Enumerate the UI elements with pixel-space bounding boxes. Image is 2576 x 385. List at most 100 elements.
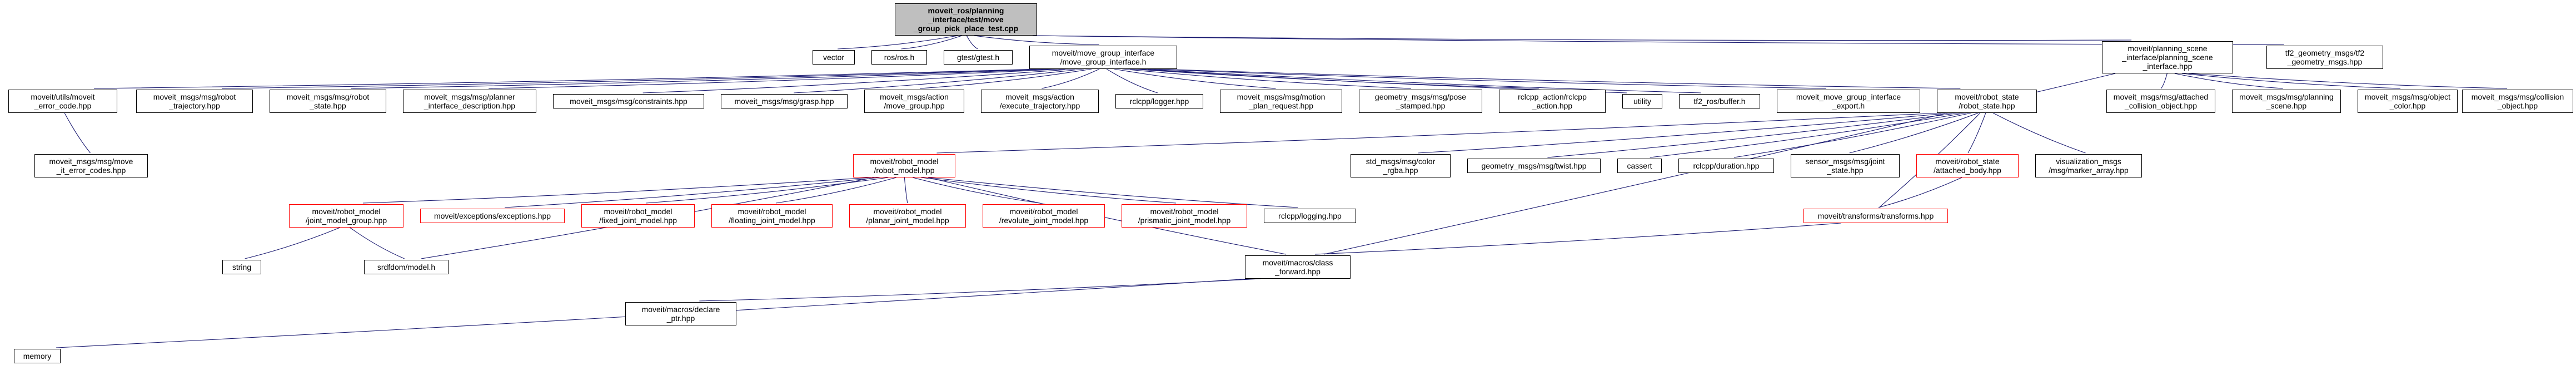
graph-node-n25: moveit_msgs/msg/object_color.hpp	[2358, 90, 2458, 113]
graph-node-n13: moveit_msgs/action/move_group.hpp	[864, 90, 964, 113]
graph-node-label: rclcpp_action/rclcpp	[1518, 92, 1587, 101]
graph-node-label: moveit_msgs/action	[880, 92, 949, 101]
graph-edge	[776, 177, 896, 204]
graph-node-label: _action.hpp	[1532, 101, 1573, 110]
graph-edge	[1650, 112, 1966, 158]
graph-edge	[2174, 73, 2283, 89]
graph-node-n39[interactable]: moveit/robot_model/floating_joint_model.…	[711, 204, 833, 228]
graph-node-label: _group_pick_place_test.cpp	[913, 24, 1019, 33]
graph-edge	[350, 227, 405, 259]
graph-node-label: /robot_model.hpp	[874, 166, 935, 175]
graph-node-label: memory	[23, 352, 52, 361]
graph-edge	[974, 35, 1099, 45]
graph-node-n42[interactable]: moveit/robot_model/prismatic_joint_model…	[1122, 204, 1247, 228]
graph-node-label: rclcpp/logger.hpp	[1129, 97, 1189, 106]
graph-node-n16: moveit_msgs/msg/motion_plan_request.hpp	[1220, 90, 1342, 113]
graph-node-n45: string	[222, 260, 261, 274]
graph-node-label: moveit/exceptions/exceptions.hpp	[434, 211, 551, 220]
graph-node-label: _scene.hpp	[2266, 101, 2307, 110]
graph-node-label: geometry_msgs/msg/pose	[1374, 92, 1467, 101]
graph-node-label: vector	[823, 53, 845, 62]
graph-node-label: _geometry_msgs.hpp	[2287, 57, 2363, 66]
graph-node-label: _ptr.hpp	[666, 314, 695, 323]
graph-edge	[245, 227, 340, 259]
graph-node-label: moveit/robot_state	[1935, 157, 2000, 166]
graph-node-n36[interactable]: moveit/robot_model/joint_model_group.hpp	[289, 204, 403, 228]
graph-node-n18: rclcpp_action/rclcpp_action.hpp	[1499, 90, 1606, 113]
graph-edge	[1967, 112, 1986, 154]
graph-node-n23: moveit_msgs/msg/attached_collision_objec…	[2106, 90, 2215, 113]
graph-node-label: /revolute_joint_model.hpp	[999, 216, 1089, 225]
graph-node-label: /move_group.hpp	[884, 101, 945, 110]
graph-edge	[901, 35, 962, 50]
graph-edge	[921, 177, 1176, 204]
graph-node-label: moveit/robot_model	[870, 157, 939, 166]
graph-node-label: moveit_msgs/msg/object	[2364, 92, 2451, 101]
graph-node-n4[interactable]: moveit/move_group_interface/move_group_i…	[1029, 46, 1177, 69]
graph-edge	[912, 177, 1040, 204]
graph-node-n48[interactable]: moveit/macros/declare_ptr.hpp	[625, 302, 736, 325]
graph-node-n7[interactable]: moveit/utils/moveit_error_code.hpp	[8, 90, 117, 113]
graph-node-n31: cassert	[1617, 159, 1662, 173]
graph-node-n28[interactable]: moveit/robot_model/robot_model.hpp	[853, 154, 955, 177]
graph-node-n19: utility	[1622, 94, 1662, 108]
graph-node-n11: moveit_msgs/msg/constraints.hpp	[553, 94, 704, 108]
graph-node-n40[interactable]: moveit/robot_model/planar_joint_model.hp…	[849, 204, 966, 228]
graph-node-n22[interactable]: moveit/robot_state/robot_state.hpp	[1937, 90, 2037, 113]
graph-node-label: /planar_joint_model.hpp	[866, 216, 949, 225]
graph-node-label: /move_group_interface.h	[1060, 57, 1147, 66]
graph-node-n14: moveit_msgs/action/execute_trajectory.hp…	[981, 90, 1099, 113]
graph-node-n41[interactable]: moveit/robot_model/revolute_joint_model.…	[983, 204, 1105, 228]
graph-node-label: moveit/planning_scene	[2127, 44, 2208, 53]
graph-node-label: moveit/robot_model	[604, 207, 672, 216]
graph-node-n26: moveit_msgs/msg/collision_object.hpp	[2462, 90, 2573, 113]
graph-node-label: moveit_msgs/msg/move	[49, 157, 133, 166]
graph-edge	[1547, 112, 1960, 158]
graph-edge	[1156, 68, 1961, 89]
graph-node-n5[interactable]: moveit/planning_scene_interface/planning…	[2102, 41, 2233, 73]
graph-node-label: srdfdom/model.h	[377, 263, 436, 272]
graph-node-n37[interactable]: moveit/exceptions/exceptions.hpp	[420, 209, 565, 223]
graph-node-label: _it_error_codes.hpp	[56, 166, 126, 175]
graph-node-n29: std_msgs/msg/color_rgba.hpp	[1351, 154, 1451, 177]
graph-node-n21[interactable]: moveit_move_group_interface_export.h	[1777, 90, 1920, 113]
graph-node-n10: moveit_msgs/msg/planner_interface_descri…	[403, 90, 536, 113]
graph-node-n34[interactable]: moveit/robot_state/attached_body.hpp	[1916, 154, 2019, 177]
graph-node-label: /attached_body.hpp	[1934, 166, 2001, 175]
graph-node-n12: moveit_msgs/msg/grasp.hpp	[721, 94, 848, 108]
graph-node-label: tf2_ros/buffer.h	[1693, 97, 1746, 106]
graph-edge	[646, 177, 889, 204]
graph-node-label: moveit_msgs/msg/constraints.hpp	[570, 97, 687, 106]
graph-edge	[2188, 73, 2508, 89]
graph-node-label: geometry_msgs/msg/twist.hpp	[1481, 161, 1587, 170]
graph-node-label: string	[232, 263, 252, 272]
graph-node-label: _collision_object.hpp	[2125, 101, 2197, 110]
graph-node-n0[interactable]: moveit_ros/planning_interface/test/move_…	[895, 3, 1037, 36]
graph-node-n44[interactable]: moveit/transforms/transforms.hpp	[1803, 209, 1948, 223]
graph-edge	[794, 68, 1084, 93]
graph-edge	[936, 112, 1942, 154]
graph-node-n6: tf2_geometry_msgs/tf2_geometry_msgs.hpp	[2266, 46, 2383, 69]
graph-node-n20: tf2_ros/buffer.h	[1679, 94, 1760, 108]
graph-node-n47[interactable]: moveit/macros/class_forward.hpp	[1245, 255, 1351, 279]
graph-node-n46: srdfdom/model.h	[364, 260, 449, 274]
graph-node-label: _stamped.hpp	[1396, 101, 1446, 110]
graph-node-label: moveit_msgs/msg/planner	[424, 92, 515, 101]
graph-node-label: /fixed_joint_model.hpp	[599, 216, 677, 225]
graph-edge	[838, 35, 958, 50]
graph-node-n32: rclcpp/duration.hpp	[1678, 159, 1774, 173]
graph-edge	[1106, 68, 1158, 93]
graph-edge	[1418, 112, 1952, 154]
graph-edge	[1849, 112, 1979, 154]
graph-node-n33: sensor_msgs/msg/joint_state.hpp	[1791, 154, 1900, 177]
graph-edge	[1315, 223, 1841, 255]
graph-node-n38[interactable]: moveit/robot_model/fixed_joint_model.hpp	[581, 204, 695, 228]
graph-edge	[1032, 35, 2284, 45]
graph-node-n8: moveit_msgs/msg/robot_trajectory.hpp	[136, 90, 253, 113]
graph-node-label: /robot_state.hpp	[1959, 101, 2015, 110]
graph-edge	[1042, 68, 1100, 89]
graph-node-n43: rclcpp/logging.hpp	[1264, 209, 1356, 223]
graph-node-label: visualization_msgs	[2056, 157, 2121, 166]
graph-edge	[222, 68, 1049, 89]
graph-edge	[363, 177, 871, 204]
